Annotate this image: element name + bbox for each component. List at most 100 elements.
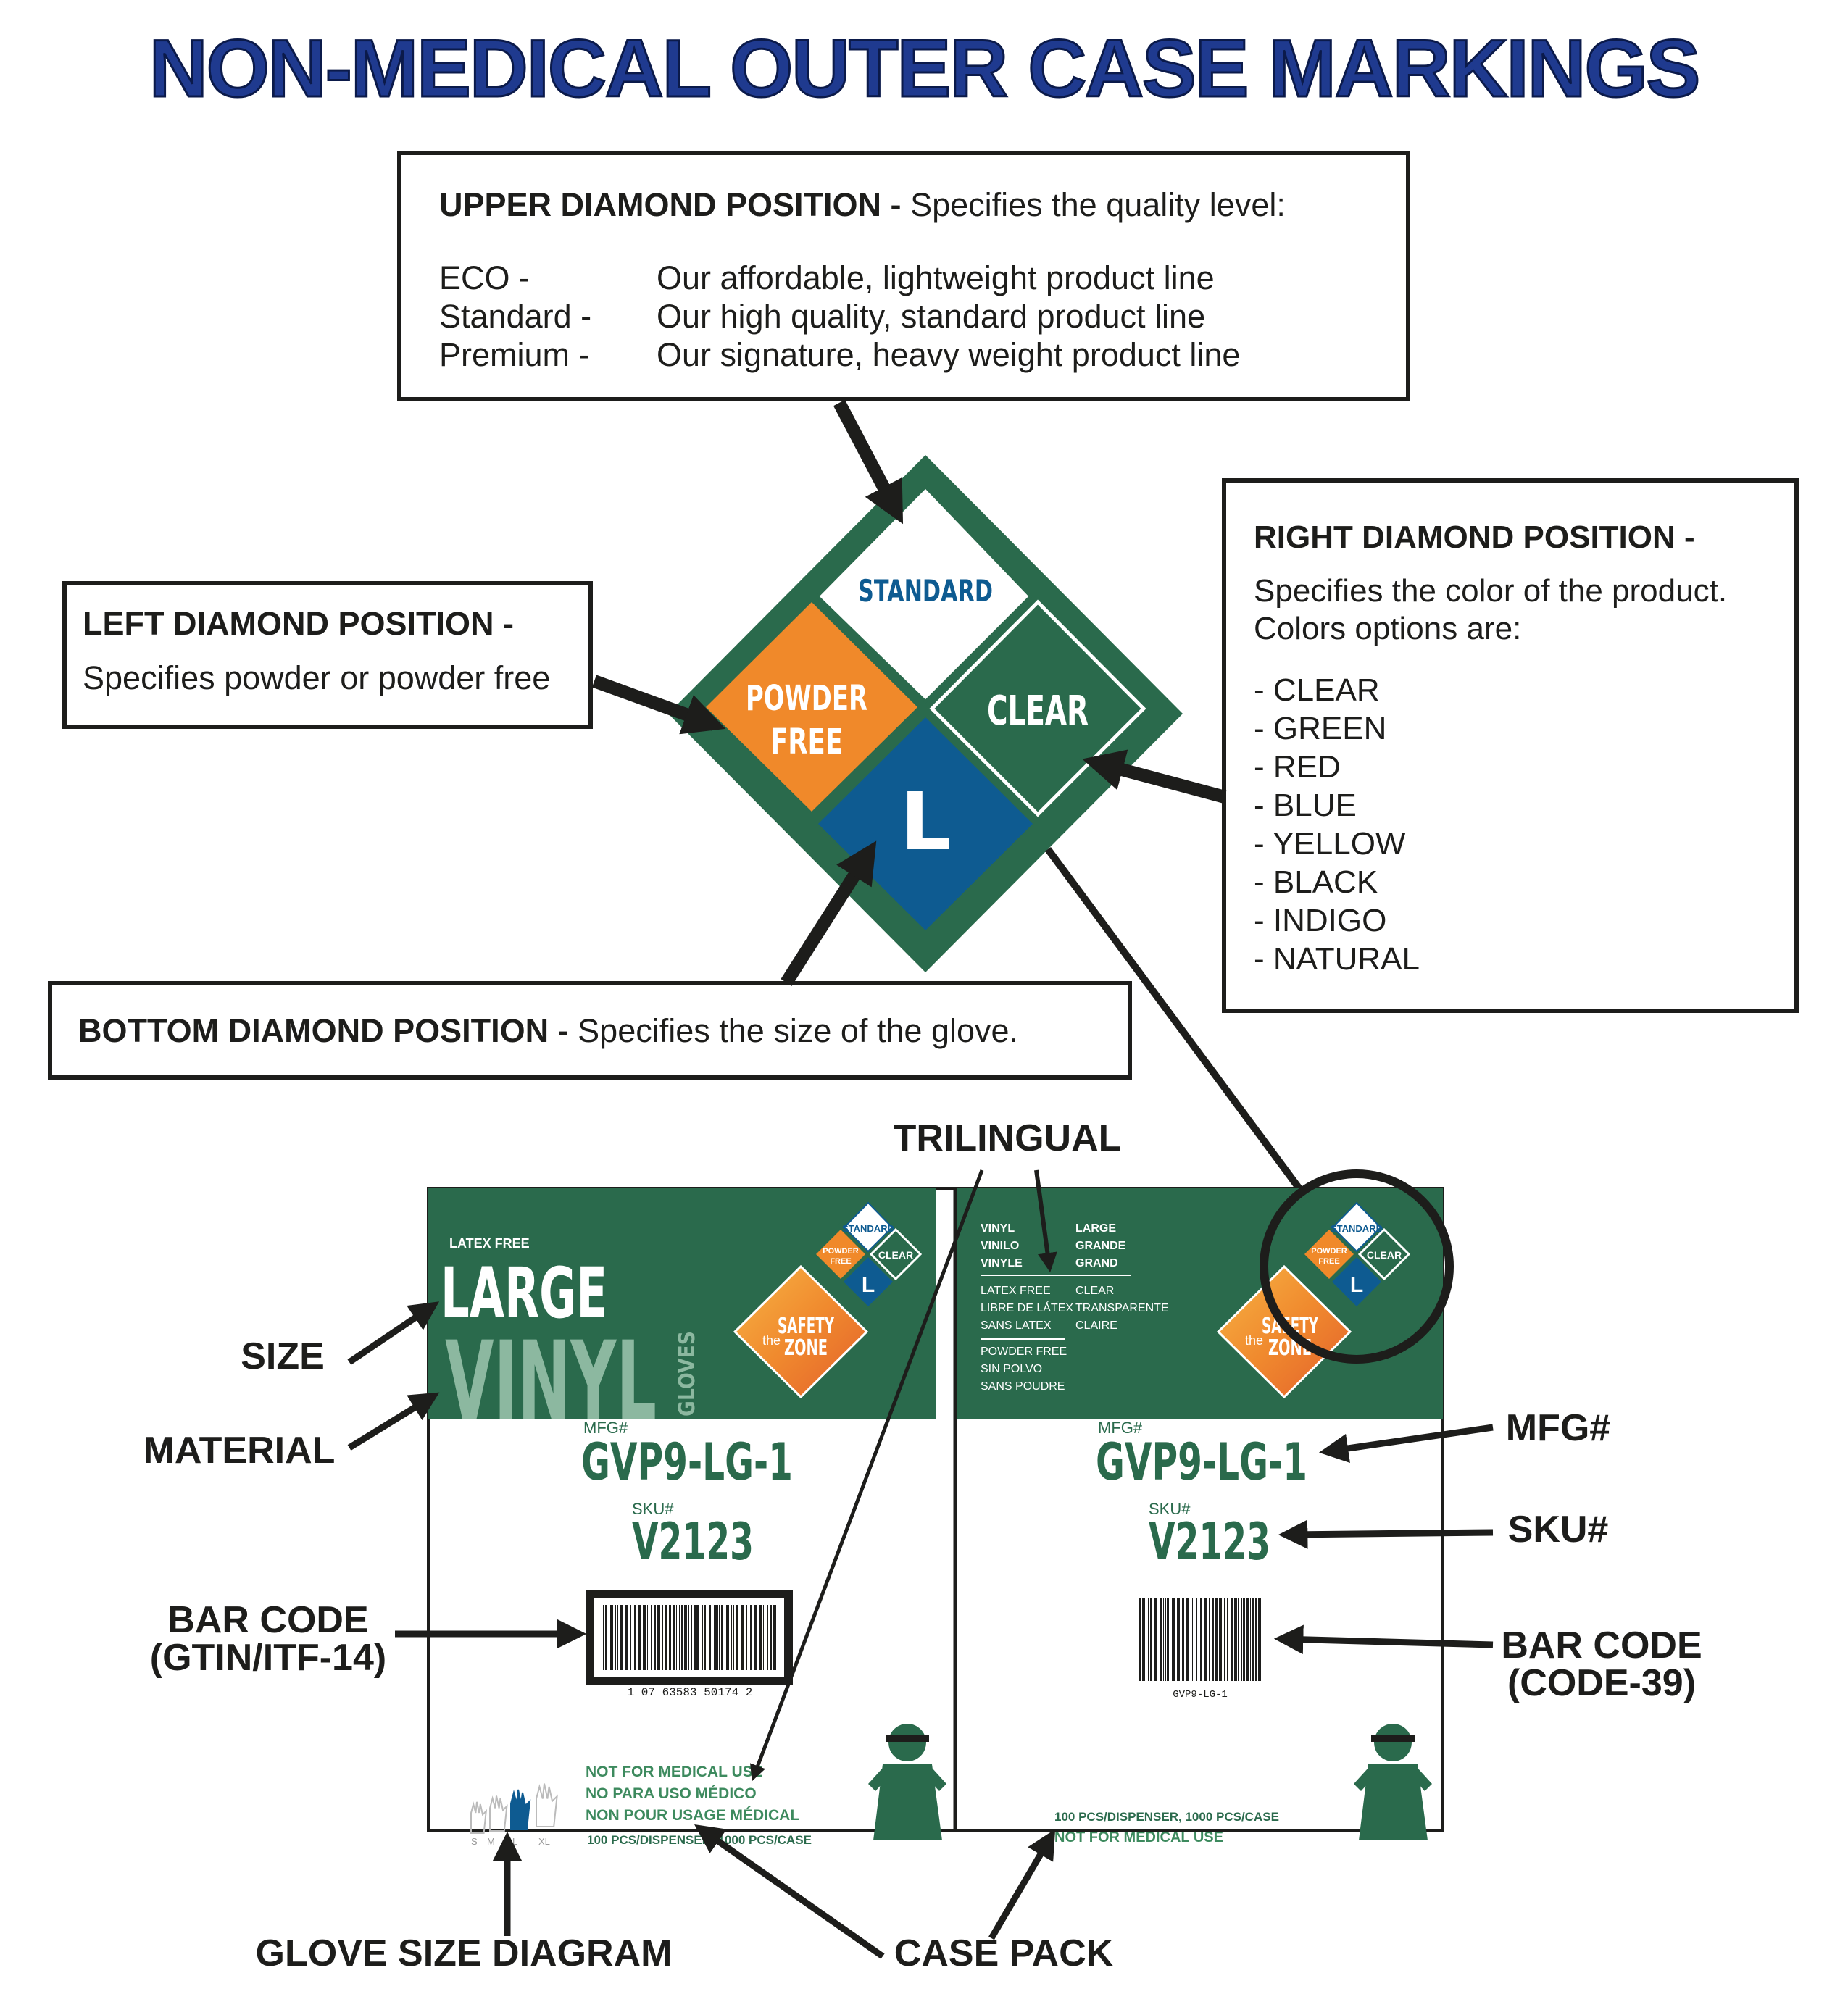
right-diamond-box: RIGHT DIAMOND POSITION - Specifies the c… [1222, 478, 1799, 1013]
case-pack-label: CASE PACK [894, 1932, 1114, 1974]
barcode-bar [721, 1605, 723, 1670]
svg-text:CLEAR: CLEAR [1367, 1249, 1402, 1261]
color-option: - BLUE [1254, 787, 1357, 823]
barcode-bar [773, 1605, 776, 1670]
barcode-bar [1252, 1598, 1254, 1681]
barcode-bar [688, 1605, 689, 1670]
diamond-left-text-2: FREE [770, 722, 843, 762]
svg-text:VINYLE: VINYLE [981, 1257, 1023, 1269]
diamond-bottom-text: L [900, 775, 951, 868]
barcode-bar [1177, 1598, 1178, 1681]
upper-row-premium: Premium -Our signature, heavy weight pro… [439, 336, 1241, 374]
page-title: NON-MEDICAL OUTER CASE MARKINGS [148, 22, 1702, 115]
code39-label: BAR CODE(CODE-39) [1501, 1624, 1702, 1704]
svg-text:SKU#: SKU# [632, 1500, 674, 1518]
trilingual-label: TRILINGUAL [893, 1117, 1122, 1159]
color-option: - YELLOW [1254, 825, 1406, 862]
diamond-arrows [591, 399, 1227, 986]
barcode-bar [1255, 1598, 1257, 1681]
svg-text:NOT FOR MEDICAL USE: NOT FOR MEDICAL USE [1054, 1830, 1223, 1845]
barcode-bar [630, 1605, 631, 1670]
barcode-bar [1200, 1598, 1202, 1681]
barcode-bar [610, 1605, 613, 1670]
upper-desc: Specifies the quality level: [910, 186, 1286, 223]
color-option: - CLEAR [1254, 672, 1380, 708]
svg-text:MFG#: MFG# [583, 1419, 628, 1437]
barcode-bar [736, 1605, 738, 1670]
barcode-bar [741, 1605, 744, 1670]
svg-text:SIN POLVO: SIN POLVO [981, 1363, 1042, 1375]
svg-text:NO PARA USO MÉDICO: NO PARA USO MÉDICO [586, 1785, 757, 1802]
barcode-bar [704, 1605, 706, 1670]
svg-text:NON POUR USAGE MÉDICAL: NON POUR USAGE MÉDICAL [586, 1807, 799, 1824]
barcode-bar [654, 1605, 656, 1670]
barcode-bar [1165, 1598, 1166, 1681]
diamond-top-text: STANDARD [858, 573, 993, 609]
barcode-bar [1192, 1598, 1193, 1681]
diamond-right-text: CLEAR [987, 688, 1089, 735]
gtin-label: BAR CODE(GTIN/ITF-14) [149, 1599, 387, 1679]
barcode-bar [665, 1605, 667, 1670]
size-word: LARGE [441, 1253, 607, 1334]
safety-zone-logo: the SAFETY ZONE [733, 1264, 869, 1399]
barcode-bar [1227, 1598, 1228, 1681]
barcode-bar [759, 1605, 762, 1670]
barcode-bar [709, 1605, 711, 1670]
barcode-bar [605, 1605, 607, 1670]
barcode-bar [1172, 1598, 1175, 1681]
svg-text:L: L [862, 1273, 875, 1297]
svg-text:LATEX FREE: LATEX FREE [981, 1285, 1051, 1297]
barcode-bar [1241, 1598, 1242, 1681]
glove-icon [470, 1801, 488, 1834]
size-label: SIZE [241, 1335, 325, 1377]
trilingual-arrow-2 [1034, 1169, 1057, 1273]
gloves-word: GLOVES [675, 1331, 700, 1417]
svg-text:POWDER: POWDER [1311, 1247, 1347, 1256]
bottom-diamond-box: BOTTOM DIAMOND POSITION - Specifies the … [48, 981, 1132, 1080]
barcode-bar [657, 1605, 660, 1670]
barcode-bar [1154, 1598, 1157, 1681]
barcode-bar [1167, 1598, 1169, 1681]
barcode-bar [754, 1605, 757, 1670]
svg-text:POWDER: POWDER [823, 1247, 859, 1256]
barcode-bar [647, 1605, 648, 1670]
right-desc-2: Colors options are: [1254, 610, 1522, 646]
left-heading: LEFT DIAMOND POSITION - [83, 605, 514, 642]
case-right-notices: 100 PCS/DISPENSER, 1000 PCS/CASE NOT FOR… [1054, 1810, 1279, 1845]
material-word: VINYL [445, 1319, 657, 1445]
case-pack-arrow-right [988, 1829, 1056, 1940]
diamond-left-text-1: POWDER [746, 678, 867, 719]
svg-text:100 PCS/DISPENSER, 1000 PCS/CA: 100 PCS/DISPENSER, 1000 PCS/CASE [587, 1833, 812, 1847]
barcode-bar [1182, 1598, 1184, 1681]
barcode-bar [719, 1605, 720, 1670]
svg-text:NOT FOR MEDICAL USE: NOT FOR MEDICAL USE [586, 1764, 763, 1780]
barcode-bar [733, 1605, 734, 1670]
barcode-bar [746, 1605, 747, 1670]
barcode-bar [662, 1605, 663, 1670]
material-label: MATERIAL [143, 1430, 336, 1472]
barcode-bar [1160, 1598, 1162, 1681]
bottom-arrow [781, 840, 877, 986]
barcode-bar [1142, 1598, 1145, 1681]
barcode-bar [1243, 1598, 1245, 1681]
barcode-bar [1204, 1598, 1207, 1681]
right-desc-1: Specifies the color of the product. [1254, 572, 1728, 609]
diamond-left-cell [706, 602, 917, 812]
bottom-heading: BOTTOM DIAMOND POSITION - [78, 1012, 569, 1049]
svg-text:MFG#: MFG# [1098, 1419, 1143, 1437]
mfg-arrow [1318, 1424, 1494, 1463]
barcode-bar [1219, 1598, 1222, 1681]
barcode-bar [1186, 1598, 1189, 1681]
svg-text:TRANSPARENTE: TRANSPARENTE [1075, 1302, 1169, 1314]
barcode-bar [1234, 1598, 1237, 1681]
glove-icon [510, 1789, 531, 1830]
trilingual-arrow-1 [750, 1169, 984, 1782]
barcode-bar [1196, 1598, 1197, 1681]
barcode-bar [767, 1605, 768, 1670]
bottom-desc: Specifies the size of the glove. [578, 1012, 1019, 1049]
barcode-bar [714, 1605, 717, 1670]
barcode-bar [750, 1605, 752, 1670]
barcode-bar [691, 1605, 692, 1670]
sku-label: SKU# [1507, 1509, 1609, 1551]
